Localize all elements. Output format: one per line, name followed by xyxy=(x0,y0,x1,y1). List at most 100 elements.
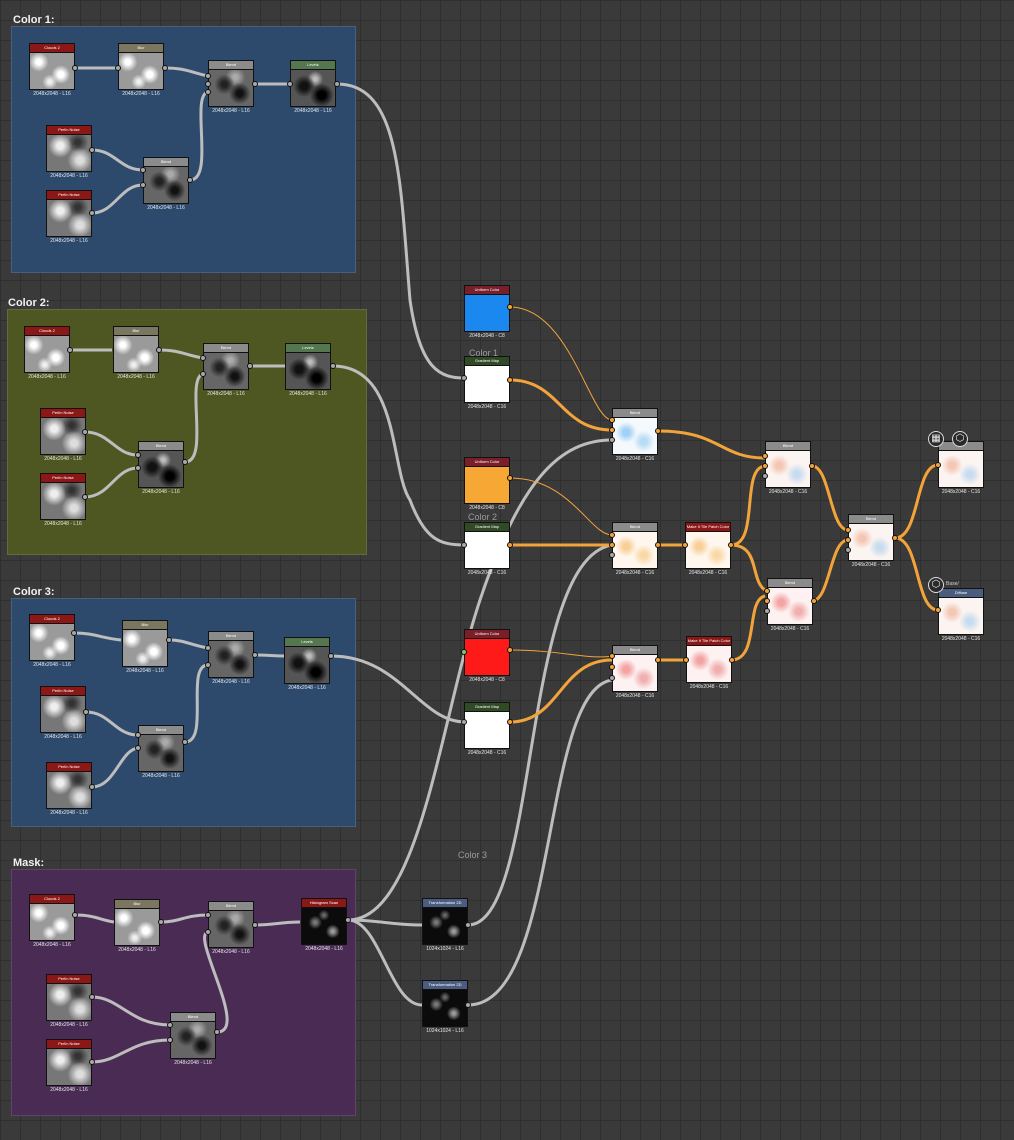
node-clouds-2[interactable]: Clouds 2 2048x2048 - L16 xyxy=(29,894,75,948)
input-socket[interactable] xyxy=(135,452,141,458)
output-socket[interactable] xyxy=(71,630,77,636)
output-socket[interactable] xyxy=(507,304,513,310)
node-transformation-2d[interactable]: Transformation 2D 1024x1024 - L16 xyxy=(422,980,468,1034)
node-clouds-2[interactable]: Clouds 2 2048x2048 - L16 xyxy=(29,614,75,668)
output-socket[interactable] xyxy=(83,709,89,715)
output-socket[interactable] xyxy=(89,1059,95,1065)
input-socket[interactable] xyxy=(167,1037,173,1043)
input-socket[interactable] xyxy=(205,645,211,651)
node-make-it-tile-patch-color[interactable]: Make It Tile Patch Color 2048x2048 - C16 xyxy=(686,636,732,690)
input-socket[interactable] xyxy=(461,542,467,548)
node-perlin-noise[interactable]: Perlin Noise 2048x2048 - L16 xyxy=(46,762,92,816)
output-socket[interactable] xyxy=(156,347,162,353)
input-socket[interactable] xyxy=(461,649,467,655)
input-socket[interactable] xyxy=(205,73,211,79)
input-socket[interactable] xyxy=(135,732,141,738)
input-socket[interactable] xyxy=(205,89,211,95)
cube-icon[interactable]: ⬡ xyxy=(928,577,944,593)
node-blend[interactable]: Blend 2048x2048 - L16 xyxy=(208,60,254,114)
node-blend[interactable]: Blend 2048x2048 - L16 xyxy=(138,725,184,779)
node-blend[interactable]: Blend 2048x2048 - L16 xyxy=(170,1012,216,1066)
input-socket[interactable] xyxy=(764,588,770,594)
output-socket[interactable] xyxy=(89,210,95,216)
node-perlin-noise[interactable]: Perlin Noise 2048x2048 - L16 xyxy=(46,1039,92,1093)
node-perlin-noise[interactable]: Perlin Noise 2048x2048 - L16 xyxy=(40,686,86,740)
node-clouds-2[interactable]: Clouds 2 2048x2048 - L16 xyxy=(24,326,70,380)
node-clouds-2[interactable]: Clouds 2 2048x2048 - L16 xyxy=(29,43,75,97)
input-socket[interactable] xyxy=(764,608,770,614)
node-make-it-tile-patch-color[interactable]: Make It Tile Patch Color 2048x2048 - C16 xyxy=(685,522,731,576)
node-levels[interactable]: Levels 2048x2048 - L16 xyxy=(284,637,330,691)
output-socket[interactable] xyxy=(809,463,815,469)
node-perlin-noise[interactable]: Perlin Noise 2048x2048 - L16 xyxy=(40,473,86,527)
node-blend[interactable]: Blend 2048x2048 - C16 xyxy=(767,578,813,632)
input-socket[interactable] xyxy=(200,355,206,361)
output-socket[interactable] xyxy=(507,719,513,725)
input-socket[interactable] xyxy=(609,653,615,659)
input-socket[interactable] xyxy=(609,664,615,670)
output-socket[interactable] xyxy=(465,922,471,928)
input-socket[interactable] xyxy=(205,929,211,935)
output-socket[interactable] xyxy=(252,652,258,658)
output-socket[interactable] xyxy=(345,917,351,923)
node-perlin-noise[interactable]: Perlin Noise 2048x2048 - L16 xyxy=(40,408,86,462)
node-blend[interactable]: Blend 2048x2048 - C16 xyxy=(765,441,811,495)
input-socket[interactable] xyxy=(287,81,293,87)
output-socket[interactable] xyxy=(728,542,734,548)
output-socket[interactable] xyxy=(72,65,78,71)
output-socket[interactable] xyxy=(729,657,735,663)
input-socket[interactable] xyxy=(167,1022,173,1028)
output-socket[interactable] xyxy=(655,428,661,434)
node-perlin-noise[interactable]: Perlin Noise 2048x2048 - L16 xyxy=(46,190,92,244)
output-socket[interactable] xyxy=(328,653,334,659)
node-gradient-map[interactable]: Gradient Map 2048x2048 - C16 xyxy=(464,522,510,576)
node-blur[interactable]: Blur 2048x2048 - L16 xyxy=(118,43,164,97)
output-socket[interactable] xyxy=(214,1029,220,1035)
node-histogram-scan[interactable]: Histogram Scan 2048x2048 - L16 xyxy=(301,898,347,952)
node-output-preview[interactable]: 2048x2048 - C16 xyxy=(938,441,984,495)
input-socket[interactable] xyxy=(609,675,615,681)
input-socket[interactable] xyxy=(609,417,615,423)
output-socket[interactable] xyxy=(182,739,188,745)
node-levels[interactable]: Levels 2048x2048 - L16 xyxy=(290,60,336,114)
node-perlin-noise[interactable]: Perlin Noise 2048x2048 - L16 xyxy=(46,974,92,1028)
input-socket[interactable] xyxy=(845,547,851,553)
output-socket[interactable] xyxy=(166,637,172,643)
output-socket[interactable] xyxy=(655,542,661,548)
input-socket[interactable] xyxy=(762,463,768,469)
node-blend[interactable]: Blend 2048x2048 - C16 xyxy=(848,514,894,568)
output-socket[interactable] xyxy=(89,994,95,1000)
input-socket[interactable] xyxy=(205,81,211,87)
output-socket[interactable] xyxy=(655,657,661,663)
input-socket[interactable] xyxy=(845,527,851,533)
node-uniform-color-blue[interactable]: Uniform Color 2048x2048 - C8 xyxy=(464,285,510,339)
input-socket[interactable] xyxy=(609,532,615,538)
output-socket[interactable] xyxy=(507,377,513,383)
output-socket[interactable] xyxy=(252,922,258,928)
input-socket[interactable] xyxy=(140,182,146,188)
checker-icon[interactable]: ▦ xyxy=(928,431,944,447)
input-socket[interactable] xyxy=(764,598,770,604)
output-socket[interactable] xyxy=(247,363,253,369)
output-socket[interactable] xyxy=(465,1002,471,1008)
output-socket[interactable] xyxy=(334,81,340,87)
output-socket[interactable] xyxy=(507,647,513,653)
output-socket[interactable] xyxy=(892,535,898,541)
output-socket[interactable] xyxy=(82,429,88,435)
output-socket[interactable] xyxy=(330,363,336,369)
input-socket[interactable] xyxy=(682,542,688,548)
input-socket[interactable] xyxy=(115,65,121,71)
input-socket[interactable] xyxy=(609,427,615,433)
output-socket[interactable] xyxy=(187,177,193,183)
input-socket[interactable] xyxy=(135,465,141,471)
output-socket[interactable] xyxy=(67,347,73,353)
input-socket[interactable] xyxy=(135,745,141,751)
input-socket[interactable] xyxy=(609,437,615,443)
input-socket[interactable] xyxy=(205,912,211,918)
node-blend[interactable]: Blend 2048x2048 - C16 xyxy=(612,522,658,576)
input-socket[interactable] xyxy=(683,657,689,663)
output-socket[interactable] xyxy=(82,494,88,500)
node-gradient-map[interactable]: Gradient Map 2048x2048 - C16 xyxy=(464,356,510,410)
output-socket[interactable] xyxy=(162,65,168,71)
input-socket[interactable] xyxy=(461,719,467,725)
